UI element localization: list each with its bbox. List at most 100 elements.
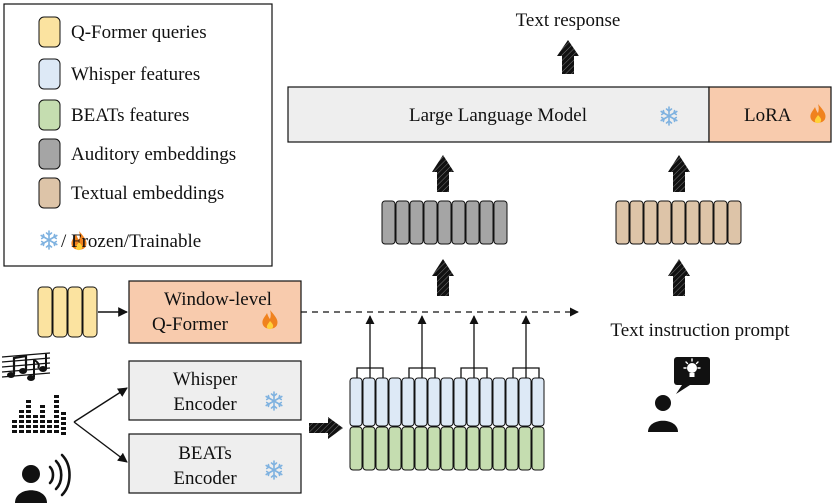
feature-token: [518, 377, 532, 427]
feature-token: [414, 426, 428, 471]
feature-token: [492, 377, 506, 427]
feature-token: [505, 426, 519, 471]
embedding-token: [409, 200, 424, 245]
feature-token: [375, 426, 389, 471]
feature-stack: [349, 315, 545, 471]
llm-box: [287, 86, 710, 143]
legend-label: Q-Former queries: [71, 22, 207, 43]
embedding-token: [685, 200, 700, 245]
embedding-token: [615, 200, 630, 245]
arrow: [73, 387, 128, 423]
legend-item-beats-features: BEATs features: [38, 99, 189, 131]
embedding-token: [699, 200, 714, 245]
feature-token: [505, 377, 519, 427]
feature-token: [362, 377, 376, 427]
legend-swatch: [38, 177, 61, 209]
legend-label: Auditory embeddings: [71, 144, 236, 165]
beats-encoder-label-line1: BEATs: [178, 443, 232, 464]
feature-token: [427, 377, 441, 427]
feature-token: [531, 377, 545, 427]
feature-token: [518, 426, 532, 471]
feature-token: [453, 426, 467, 471]
up-arrow: [668, 155, 690, 192]
embedding-token: [629, 200, 644, 245]
whisper-encoder-label-line1: Whisper: [173, 369, 238, 390]
feature-token: [466, 426, 480, 471]
embedding-token: [643, 200, 658, 245]
embedding-token: [465, 200, 480, 245]
beats-features: [349, 426, 545, 471]
arrow: [73, 421, 128, 463]
legend-item-auditory-embeddings: Auditory embeddings: [38, 138, 236, 170]
legend-label: Textual embeddings: [71, 183, 224, 204]
embedding-token: [713, 200, 728, 245]
legend-swatch: [38, 16, 61, 48]
text-response-label: Text response: [516, 10, 621, 31]
up-arrow: [668, 259, 690, 296]
embedding-token: [727, 200, 742, 245]
llm-label: Large Language Model: [409, 105, 587, 126]
up-arrow: [557, 40, 579, 74]
feature-token: [349, 377, 363, 427]
lora-label: LoRA: [744, 105, 792, 126]
feature-token: [440, 377, 454, 427]
feature-token: [440, 426, 454, 471]
qformer-label-line1: Window-level: [164, 289, 272, 310]
embedding-token: [657, 200, 672, 245]
feature-token: [427, 426, 441, 471]
feature-token: [349, 426, 363, 471]
feature-token: [401, 377, 415, 427]
feature-token: [492, 426, 506, 471]
up-arrow: [432, 155, 454, 192]
feature-token: [362, 426, 376, 471]
embedding-token: [451, 200, 466, 245]
legend-label: Whisper features: [71, 64, 200, 85]
beats-encoder-label-line2: Encoder: [173, 468, 237, 489]
textual-embeddings: [615, 200, 742, 245]
embedding-token: [423, 200, 438, 245]
whisper-encoder-box: [128, 360, 302, 421]
legend-item-qformer-queries: Q-Former queries: [38, 16, 207, 48]
legend-item-frozen-trainable: / Frozen/Trainable: [40, 230, 201, 252]
qformer-queries: [37, 286, 98, 338]
feature-token: [453, 377, 467, 427]
query-token: [52, 286, 68, 338]
whisper-encoder-label-line2: Encoder: [173, 394, 237, 415]
feature-token: [388, 377, 402, 427]
legend-item-whisper-features: Whisper features: [38, 58, 200, 90]
legend-label: BEATs features: [71, 105, 189, 126]
speaking-person-icon: [15, 453, 71, 503]
legend-swatch: [38, 138, 61, 170]
embedding-token: [493, 200, 508, 245]
window-brackets: [356, 367, 540, 378]
right-arrow: [309, 417, 343, 439]
text-instruction-prompt-label: Text instruction prompt: [610, 320, 790, 341]
music-notes-icon: [1, 352, 51, 381]
embedding-token: [479, 200, 494, 245]
legend-swatch: [38, 99, 61, 131]
embedding-token: [395, 200, 410, 245]
whisper-features: [349, 377, 545, 427]
feature-token: [466, 377, 480, 427]
query-token: [67, 286, 83, 338]
qformer-label-line2: Q-Former: [152, 314, 229, 335]
up-arrow: [432, 259, 454, 296]
feature-token: [414, 377, 428, 427]
query-token: [37, 286, 53, 338]
feature-token: [375, 377, 389, 427]
legend-item-textual-embeddings: Textual embeddings: [38, 177, 224, 209]
feature-token: [479, 377, 493, 427]
auditory-embeddings: [381, 200, 508, 245]
embedding-token: [671, 200, 686, 245]
legend-swatch: [38, 58, 61, 90]
query-token: [82, 286, 98, 338]
legend-box: [3, 3, 273, 267]
idea-person-icon: [648, 357, 710, 432]
embedding-token: [381, 200, 396, 245]
feature-token: [401, 426, 415, 471]
feature-token: [388, 426, 402, 471]
feature-token: [479, 426, 493, 471]
feature-token: [531, 426, 545, 471]
equalizer-icon: [12, 395, 66, 435]
